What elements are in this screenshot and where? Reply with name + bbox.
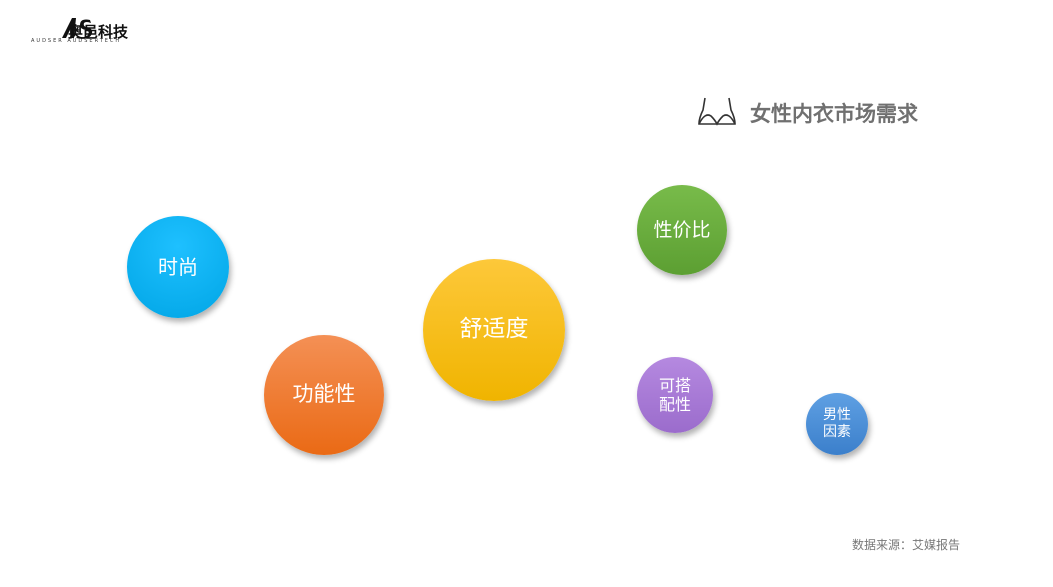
page-title: 女性内衣市场需求 — [750, 102, 918, 126]
bubble-fashion: 时尚 — [127, 216, 229, 318]
bubble-label: 舒适度 — [459, 316, 529, 343]
bubble-label: 功能性 — [292, 382, 356, 407]
bubble-value: 性价比 — [637, 185, 727, 275]
bubble-comfort: 舒适度 — [423, 259, 565, 401]
bubble-label: 可搭 配性 — [658, 375, 691, 414]
bubble-function: 功能性 — [264, 335, 384, 455]
logo-subtitle: AUDSER AUDSERTECH — [31, 38, 122, 44]
data-source: 数据来源：艾媒报告 — [852, 538, 961, 552]
bubble-label: 时尚 — [158, 255, 198, 279]
bubble-label: 男性 因素 — [823, 407, 851, 440]
bubble-male-factor: 男性 因素 — [806, 393, 868, 455]
logo-brand: 奥邑科技 — [68, 23, 129, 41]
logo-icon — [62, 18, 93, 39]
bra-icon — [698, 97, 736, 126]
bubble-matching: 可搭 配性 — [637, 357, 713, 433]
bubble-label: 性价比 — [653, 218, 711, 241]
